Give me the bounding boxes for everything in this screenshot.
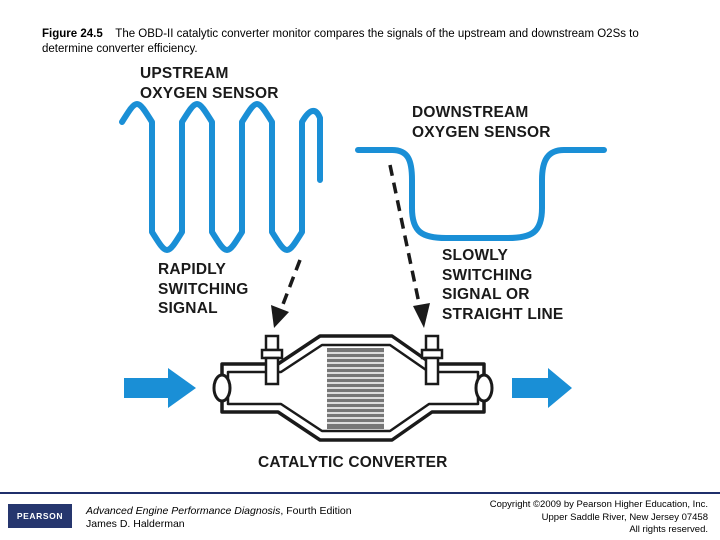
upstream-sensor-label: UPSTREAM OXYGEN SENSOR (140, 65, 279, 102)
figure-number: Figure 24.5 (42, 28, 103, 40)
upstream-oxygen-sensor (260, 334, 284, 386)
downstream-oxygen-sensor (420, 334, 444, 386)
footer-divider (0, 492, 720, 494)
copyright-notice: Copyright ©2009 by Pearson Higher Educat… (490, 499, 708, 537)
inlet-flow-arrow (124, 368, 196, 408)
upstream-pointer-arrowhead (271, 305, 289, 328)
downstream-pointer-arrowhead (413, 303, 430, 328)
book-edition: , Fourth Edition (280, 505, 352, 517)
book-info: Advanced Engine Performance Diagnosis, F… (86, 505, 352, 531)
downstream-signal-line (355, 147, 607, 241)
book-author: James D. Halderman (86, 518, 185, 530)
catalytic-converter-body (212, 334, 494, 442)
outlet-flow-arrow (512, 368, 572, 408)
copyright-line: Upper Saddle River, New Jersey 07458 (541, 511, 708, 523)
caption-text: The OBD-II catalytic converter monitor c… (42, 28, 639, 55)
catalytic-converter-label: CATALYTIC CONVERTER (258, 454, 448, 471)
upstream-sine-wave (119, 101, 323, 253)
figure-caption: Figure 24.5 The OBD-II catalytic convert… (42, 27, 692, 57)
copyright-line: Copyright ©2009 by Pearson Higher Educat… (489, 499, 708, 510)
rapid-switching-label: RAPIDLY SWITCHING SIGNAL (158, 261, 249, 317)
upstream-pointer-dashed-line (278, 259, 302, 313)
catalytic-converter-diagram (119, 101, 607, 442)
downstream-sensor-label: DOWNSTREAM OXYGEN SENSOR (412, 104, 551, 141)
downstream-pointer-dashed-line (388, 164, 422, 309)
pearson-logo: PEARSON (8, 504, 72, 528)
book-title: Advanced Engine Performance Diagnosis (86, 505, 281, 517)
copyright-line: All rights reserved. (629, 524, 708, 535)
slow-switching-label: SLOWLY SWITCHING SIGNAL OR STRAIGHT LINE (442, 247, 564, 323)
